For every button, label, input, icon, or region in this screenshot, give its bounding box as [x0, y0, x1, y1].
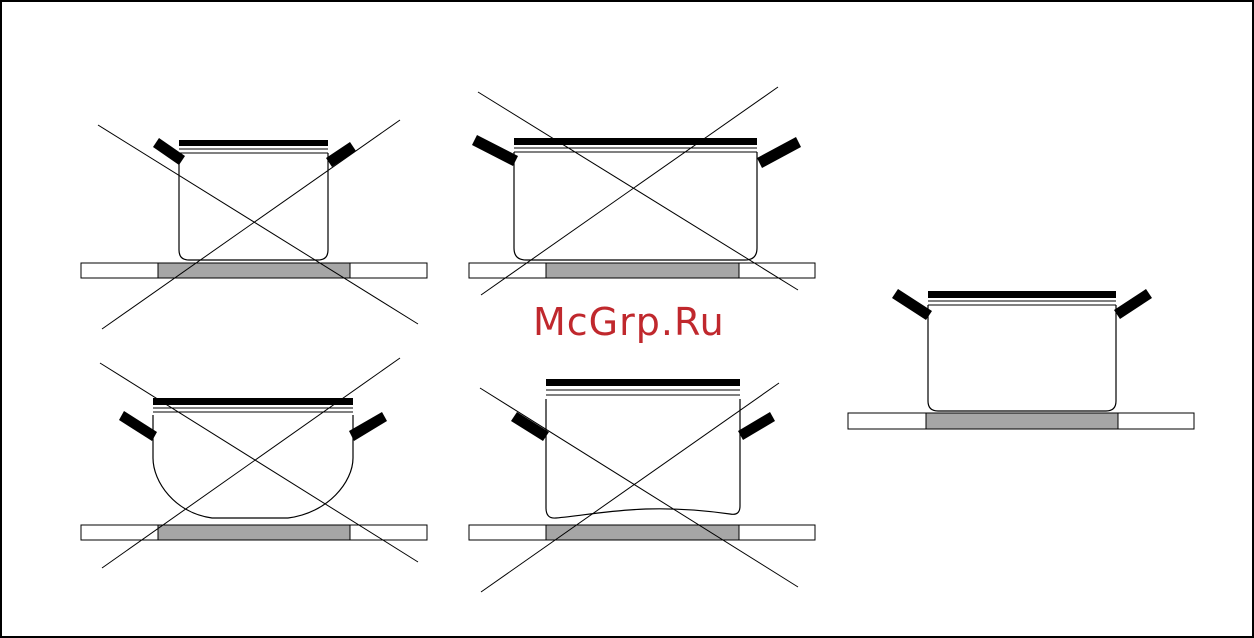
- panel-correct-placement: [848, 289, 1194, 429]
- pan-body: [928, 305, 1116, 411]
- pan-body: [179, 153, 328, 260]
- pan-body: [546, 399, 740, 518]
- pan-handle-left: [892, 289, 932, 320]
- pan-handle-right: [1114, 289, 1152, 319]
- pan-handle-left: [511, 412, 549, 441]
- panel-concave-base: [469, 379, 815, 592]
- pan-handle-right: [738, 412, 775, 440]
- pan-rim: [514, 138, 757, 145]
- panel-small-pan: [81, 120, 427, 329]
- panel-convex-base: [81, 358, 427, 568]
- pan-handle-left: [119, 411, 157, 441]
- heating-zone: [158, 525, 350, 540]
- heating-zone: [926, 413, 1118, 429]
- panel-oversized-pan: [469, 87, 815, 295]
- heating-zone: [158, 263, 350, 278]
- pan-rim: [153, 398, 353, 405]
- pan-handle-right: [757, 137, 801, 168]
- pan-handle-right: [349, 412, 387, 441]
- watermark-logo: McGrp.Ru: [533, 300, 725, 344]
- cross-line: [102, 120, 400, 329]
- heating-zone: [546, 263, 739, 278]
- pan-rim: [928, 291, 1116, 298]
- pan-body: [514, 152, 757, 260]
- pan-rim: [179, 140, 328, 146]
- pan-rim: [546, 379, 740, 386]
- pan-handle-left: [472, 135, 518, 166]
